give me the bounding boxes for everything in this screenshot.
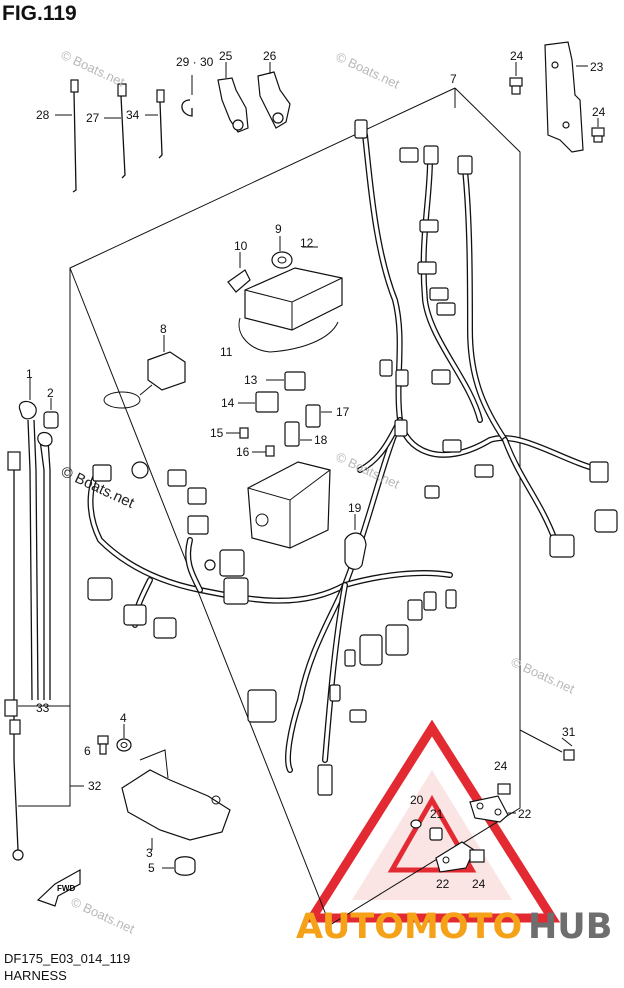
callout-34: 34: [126, 108, 140, 122]
callout-8: 8: [160, 322, 167, 336]
callout-3: 3: [146, 846, 153, 860]
watermark-4: © Boats.net: [509, 654, 577, 697]
fuse-18[interactable]: [284, 421, 312, 447]
callout-1: 1: [26, 367, 33, 381]
callout-labels: 1 2 3 4 5 6 7 8 9 10 11 12 13 14 15 16 1…: [26, 49, 606, 891]
callout-14: 14: [221, 396, 235, 410]
automotohub-logo-icon: [303, 719, 561, 923]
callout-33: 33: [36, 701, 50, 715]
fuse-16[interactable]: [252, 445, 275, 457]
fwd-label: FWD: [57, 884, 75, 893]
battery-cable-32[interactable]: [4, 431, 53, 861]
figure-title: FIG.119: [2, 2, 77, 25]
callout-24-right: 24: [592, 105, 606, 119]
bracket-23[interactable]: [544, 41, 588, 153]
terminal-2[interactable]: [43, 398, 59, 429]
watermark-5: © Boats.net: [69, 894, 137, 937]
clip-29-30[interactable]: [181, 75, 193, 117]
callout-2: 2: [47, 386, 54, 400]
brand-part-1: AUTOMOTO: [296, 907, 522, 947]
callout-24-top: 24: [510, 49, 524, 63]
relay-13[interactable]: [266, 371, 306, 391]
watermark-1: © Boats.net: [59, 47, 127, 90]
callout-6: 6: [84, 744, 91, 758]
callout-4: 4: [120, 711, 127, 725]
grommet-5[interactable]: [162, 856, 196, 876]
callout-29-30: 29 · 30: [176, 55, 214, 69]
relay-8[interactable]: [103, 335, 186, 409]
cap-19[interactable]: [344, 514, 367, 570]
callout-27: 27: [86, 111, 100, 125]
cable-tie-28[interactable]: [55, 79, 79, 193]
bolt-24-lower-a[interactable]: [497, 783, 511, 795]
section-name: HARNESS: [4, 968, 67, 983]
callout-5: 5: [148, 861, 155, 875]
fwd-arrow-icon: FWD: [36, 868, 81, 907]
bolt-31[interactable]: [519, 729, 575, 761]
callout-22-lower: 22: [436, 877, 450, 891]
callout-28: 28: [36, 108, 50, 122]
callout-9: 9: [275, 222, 282, 236]
callout-20: 20: [410, 793, 424, 807]
callout-25: 25: [219, 49, 233, 63]
callout-10: 10: [234, 239, 248, 253]
callout-16: 16: [236, 445, 250, 459]
relay-14[interactable]: [238, 391, 279, 413]
fuse-17[interactable]: [305, 404, 332, 428]
callout-15: 15: [210, 426, 224, 440]
callout-32: 32: [88, 779, 102, 793]
callout-24-lower-b: 24: [472, 877, 486, 891]
bolt-24-right[interactable]: [591, 118, 605, 143]
fuse-15[interactable]: [226, 427, 249, 439]
junction-box[interactable]: [247, 461, 331, 549]
bolt-6[interactable]: [97, 735, 109, 755]
washer-4[interactable]: [116, 724, 132, 752]
callout-23: 23: [590, 60, 604, 74]
battery-cable-1[interactable]: [18, 378, 39, 701]
grommet-9[interactable]: [271, 236, 293, 269]
callout-12: 12: [300, 236, 314, 250]
harness-connectors[interactable]: [87, 119, 618, 796]
callout-26: 26: [263, 49, 277, 63]
callout-22-upper: 22: [518, 807, 532, 821]
watermark-2: © Boats.net: [334, 49, 402, 92]
cable-tie-34[interactable]: [145, 89, 165, 159]
bolt-24-top[interactable]: [509, 62, 523, 95]
automotohub-wordmark: AUTOMOTO HUB: [296, 907, 612, 947]
model-code: DF175_E03_014_119: [4, 951, 131, 966]
fuse-box-12[interactable]: [238, 246, 343, 353]
clip-10[interactable]: [227, 252, 251, 293]
watermark-3: © Boats.net: [334, 449, 402, 492]
bracket-3[interactable]: [121, 749, 231, 850]
cable-tie-27[interactable]: [104, 83, 127, 179]
plate-22-upper[interactable]: [469, 795, 516, 823]
callout-bracket-33-32: [18, 705, 84, 807]
clamp-26[interactable]: [257, 62, 291, 129]
bolt-24-lower-b[interactable]: [469, 849, 485, 863]
washer-20[interactable]: [410, 819, 422, 829]
callout-21: 21: [430, 807, 444, 821]
callout-24-lower-a: 24: [494, 759, 508, 773]
callout-7: 7: [450, 72, 457, 86]
callout-18: 18: [314, 433, 328, 447]
brand-part-2: HUB: [528, 907, 612, 947]
callout-11: 11: [220, 345, 233, 359]
callout-13: 13: [244, 373, 258, 387]
callout-19: 19: [348, 501, 362, 515]
callout-17: 17: [336, 405, 350, 419]
nut-21[interactable]: [429, 827, 443, 841]
callout-31: 31: [562, 725, 576, 739]
clamp-25[interactable]: [217, 62, 249, 133]
